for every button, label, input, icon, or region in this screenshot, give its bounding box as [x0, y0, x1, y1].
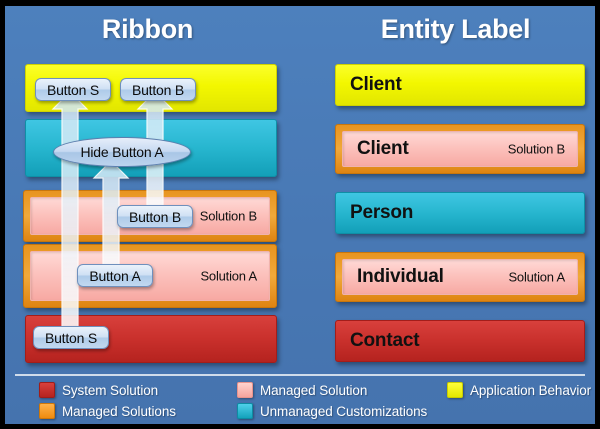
legend-label-unmanaged-customizations: Unmanaged Customizations	[260, 403, 428, 419]
entity-solution-a-band: Individual Solution A	[335, 252, 585, 302]
entity-solution-b-tag: Solution B	[507, 141, 565, 157]
entity-unmanaged-label: Person	[350, 202, 414, 223]
entity-solution-a-tag: Solution A	[508, 269, 565, 285]
entity-system-solution-band: Contact	[335, 320, 585, 362]
legend-swatch-unmanaged-customizations	[237, 403, 253, 419]
ribbon-button-b-top[interactable]: Button B	[120, 78, 196, 101]
legend-managed-solutions: Managed Solutions	[39, 403, 176, 419]
legend-swatch-managed-solutions	[39, 403, 55, 419]
legend-unmanaged-customizations: Unmanaged Customizations	[237, 403, 427, 419]
entity-solution-a-inner: Individual Solution A	[342, 259, 578, 295]
entity-solution-b-label: Client	[357, 138, 409, 159]
ribbon-column-title: Ribbon	[101, 14, 194, 44]
entity-solution-b-inner: Client Solution B	[342, 131, 578, 167]
poster-panel: Ribbon Entity Label Solution B Solution …	[5, 6, 595, 424]
entity-application-behavior-band: Client	[335, 64, 585, 106]
legend-swatch-managed-solution	[237, 382, 253, 398]
ribbon-button-s-system[interactable]: Button S	[33, 326, 109, 349]
ribbon-button-a-solution-a[interactable]: Button A	[77, 264, 153, 287]
legend-label-system-solution: System Solution	[62, 382, 159, 398]
entity-label-column-title: Entity Label	[380, 14, 531, 44]
ribbon-solution-b-tag: Solution B	[199, 208, 257, 224]
ribbon-solution-a-tag: Solution A	[200, 268, 257, 284]
entity-solution-b-band: Client Solution B	[335, 124, 585, 174]
entity-system-solution-label: Contact	[350, 330, 420, 351]
ribbon-button-b-solution-b[interactable]: Button B	[117, 205, 193, 228]
legend: System Solution Managed Solutions Manage…	[15, 380, 591, 424]
entity-solution-a-label: Individual	[357, 266, 444, 287]
entity-unmanaged-band: Person	[335, 192, 585, 234]
legend-label-managed-solution: Managed Solution	[260, 382, 368, 398]
legend-swatch-application-behavior	[447, 382, 463, 398]
legend-swatch-system-solution	[39, 382, 55, 398]
legend-system-solution: System Solution	[39, 382, 158, 398]
ribbon-button-s-top[interactable]: Button S	[35, 78, 111, 101]
legend-application-behavior: Application Behavior	[447, 382, 591, 398]
legend-label-application-behavior: Application Behavior	[470, 382, 592, 398]
legend-managed-solution: Managed Solution	[237, 382, 367, 398]
entity-application-behavior-label: Client	[350, 74, 402, 95]
legend-label-managed-solutions: Managed Solutions	[62, 403, 176, 419]
legend-divider	[15, 374, 585, 376]
hide-button-a-callout[interactable]: Hide Button A	[53, 137, 191, 167]
